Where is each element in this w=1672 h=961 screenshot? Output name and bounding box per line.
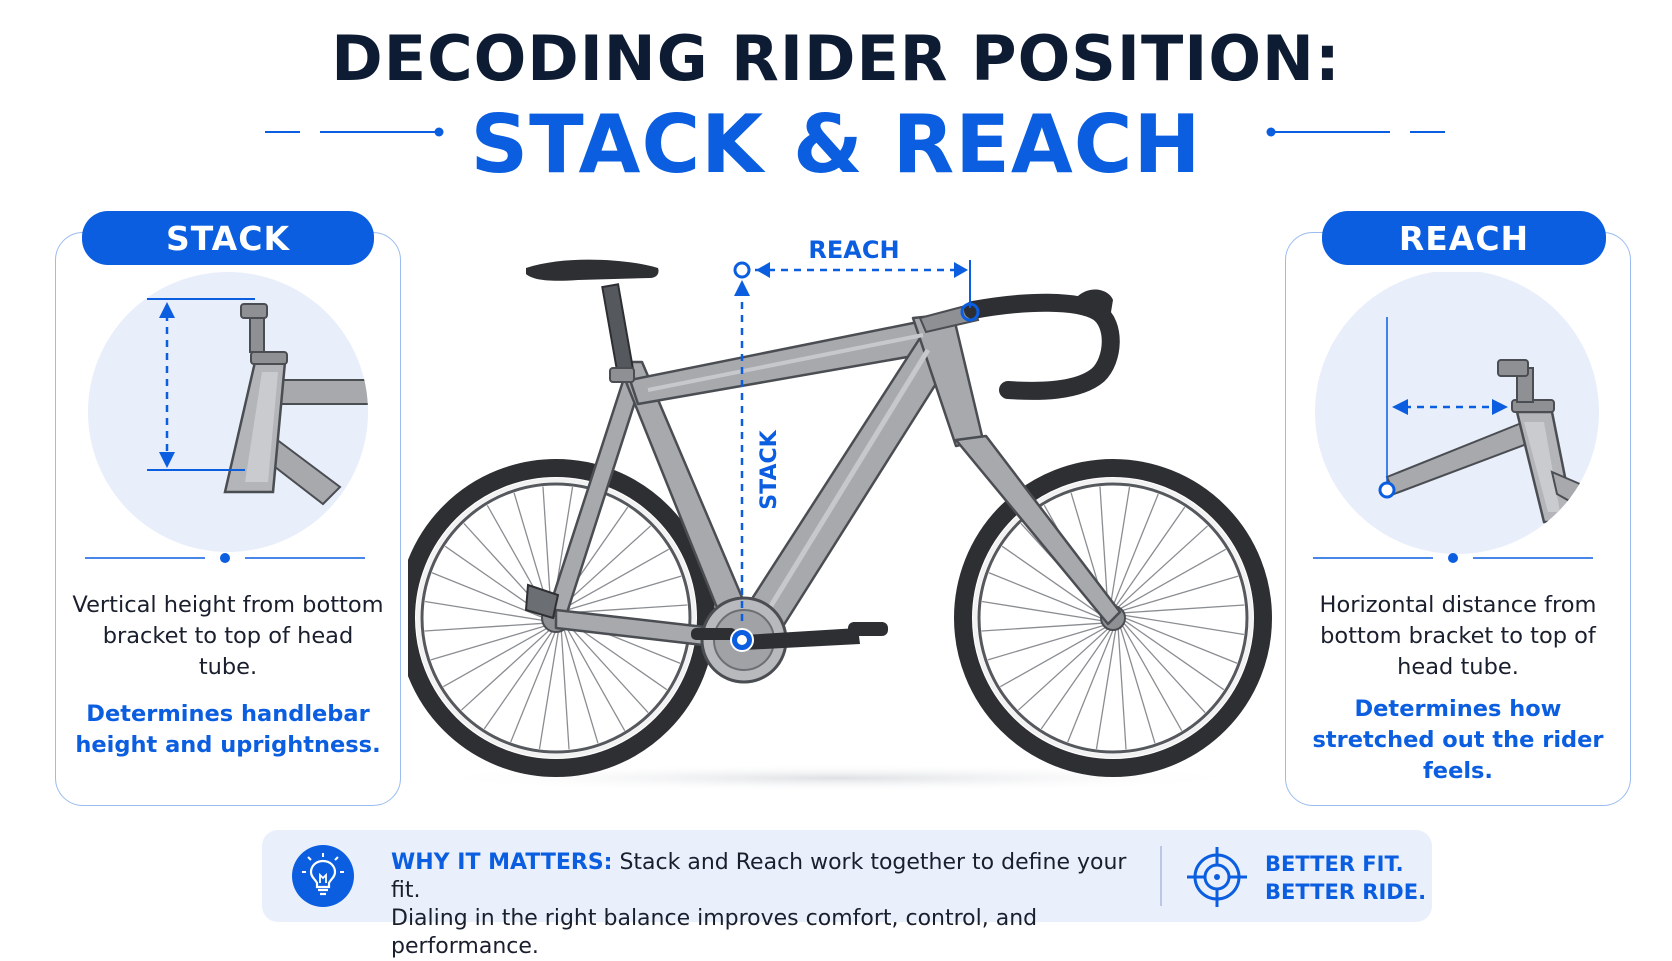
page-subtitle: STACK & REACH <box>470 98 1202 191</box>
wheel-spoke <box>560 628 570 750</box>
wheel-spoke <box>424 600 545 622</box>
wheel-spoke <box>566 604 688 614</box>
page-title: DECODING RIDER POSITION: <box>331 22 1341 95</box>
wheel-spoke <box>564 625 626 732</box>
better-fit-ride: BETTER FIT. BETTER RIDE. <box>1265 850 1426 906</box>
reach-description: Horizontal distance from bottom bracket … <box>1319 592 1597 680</box>
wheel-spoke <box>542 486 552 608</box>
rear-wheel <box>408 459 715 777</box>
wheel-spoke <box>1121 625 1183 732</box>
wheel-spoke <box>988 572 1102 619</box>
stack-emphasis: Determines handlebar height and uprightn… <box>75 701 381 758</box>
wheel-spoke <box>562 627 599 744</box>
stack-heading: STACK <box>82 211 374 265</box>
wheel-spoke <box>1119 627 1156 744</box>
front-wheel <box>954 459 1272 777</box>
wheel-spoke <box>1109 486 1131 607</box>
ground-shadow <box>418 764 1258 792</box>
wheel-spoke <box>1124 614 1245 636</box>
stack-card-divider <box>85 553 365 563</box>
reach-diagram-label: REACH <box>808 240 899 264</box>
wheel-spoke <box>1099 486 1109 608</box>
why-it-matters-label: WHY IT MATTERS: <box>391 850 613 875</box>
wheel-spoke <box>1117 525 1209 608</box>
why-line-1: Stack and Reach work together to define … <box>391 850 1127 903</box>
wheel-spoke <box>1095 629 1117 750</box>
wheel-spoke <box>1123 622 1206 714</box>
wheel-spoke <box>1001 545 1102 616</box>
wheel-spoke <box>483 629 554 730</box>
reach-card-divider <box>1313 553 1593 563</box>
why-line-2: Dialing in the right balance improves co… <box>391 906 1038 959</box>
wheel-spoke <box>566 622 649 714</box>
reach-illustration <box>1315 272 1599 554</box>
bottom-bar-separator <box>1160 846 1162 906</box>
wheel-spoke <box>1124 617 1238 664</box>
wheel-spoke <box>1124 620 1225 691</box>
wheel-spoke <box>1117 628 1127 750</box>
wheel-spoke <box>1123 604 1245 614</box>
wheel-spoke <box>1040 629 1111 730</box>
better-fit-text: BETTER FIT. <box>1265 852 1404 876</box>
wheel-spoke <box>510 629 557 743</box>
lightbulb-icon <box>302 853 344 896</box>
bike-diagram: REACH STACK <box>408 240 1272 792</box>
title-decoration-left <box>265 127 444 137</box>
wheel-spoke <box>1112 493 1159 607</box>
wheel-spoke <box>981 622 1103 632</box>
reach-emphasis: Determines how stretched out the rider f… <box>1312 696 1604 784</box>
wheel-spoke <box>460 628 552 711</box>
seatpost <box>601 283 634 372</box>
wheel-spoke <box>1115 506 1186 607</box>
wheel-spoke <box>1017 628 1109 711</box>
target-icon <box>1187 847 1247 907</box>
stack-illustration <box>88 272 368 552</box>
title-decoration-right <box>1266 127 1445 137</box>
saddle <box>526 259 659 281</box>
wheel-spoke <box>560 525 652 608</box>
wheel-spoke <box>563 548 670 610</box>
wheel-spoke <box>442 626 549 688</box>
why-it-matters-text: WHY IT MATTERS: Stack and Reach work tog… <box>391 849 1151 961</box>
wheel-spoke <box>565 575 682 612</box>
wheel-spoke <box>999 626 1106 688</box>
better-ride-text: BETTER RIDE. <box>1265 880 1427 904</box>
wheel-spoke <box>987 624 1104 661</box>
lightbulb-badge <box>292 845 354 907</box>
wheel-spoke <box>1120 548 1227 610</box>
wheel-spoke <box>430 624 547 661</box>
wheel-spoke <box>424 622 546 632</box>
stack-diagram-label: STACK <box>757 429 782 509</box>
wheel-spoke <box>981 600 1102 622</box>
wheel-spoke <box>1122 575 1239 612</box>
stack-description: Vertical height from bottom bracket to t… <box>72 592 384 680</box>
handlebar <box>964 293 1120 400</box>
wheel-spoke <box>1067 629 1114 743</box>
reach-heading: REACH <box>1322 211 1606 265</box>
wheel-spoke <box>538 629 560 750</box>
